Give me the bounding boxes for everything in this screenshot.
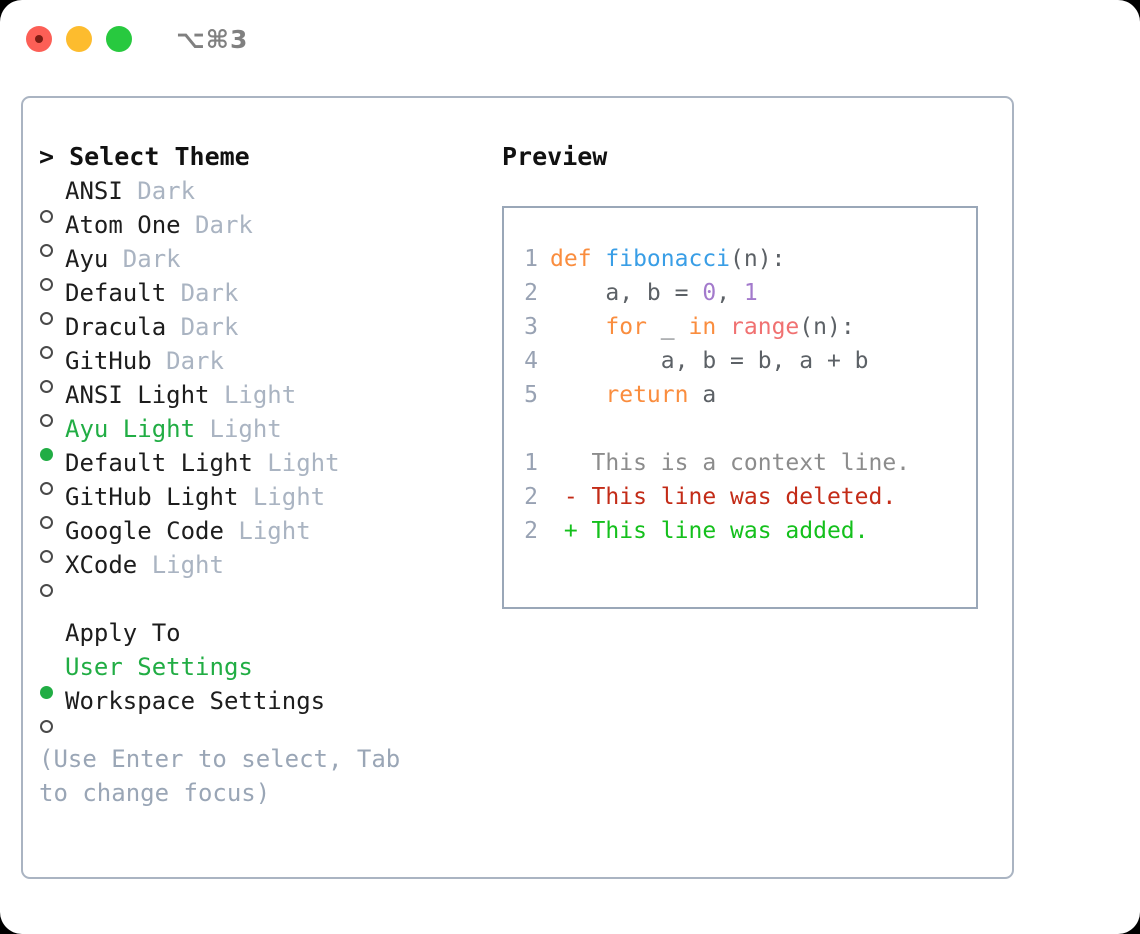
code-token: , bbox=[716, 280, 744, 306]
theme-item[interactable]: ANSI Dark bbox=[39, 174, 479, 223]
code-line: 2 a, b = 0, 1 bbox=[504, 276, 976, 310]
code-line: 4 a, b = b, a + b bbox=[504, 344, 976, 378]
shortcut-label: ⌥⌘3 bbox=[176, 24, 249, 54]
line-number: 2 bbox=[524, 280, 538, 306]
theme-item-name: Google Code bbox=[65, 517, 224, 545]
code-token: range bbox=[730, 314, 800, 340]
code-line: 3 for _ in range(n): bbox=[504, 310, 976, 344]
keyboard-hint: (Use Enter to select, Tab to change focu… bbox=[39, 745, 415, 807]
code-token: 1 bbox=[743, 280, 758, 306]
theme-item-name: ANSI bbox=[65, 177, 123, 205]
theme-item[interactable]: XCode Light bbox=[39, 548, 479, 597]
theme-item-name: ANSI Light bbox=[65, 381, 210, 409]
code-token: fibonacci bbox=[605, 246, 731, 272]
code-token bbox=[550, 314, 605, 340]
diff-line: 2 - This line was deleted. bbox=[504, 480, 976, 514]
theme-item-tag: Light bbox=[223, 517, 311, 545]
line-number: 2 bbox=[524, 484, 538, 510]
theme-item-tag: Dark bbox=[166, 279, 239, 307]
theme-item[interactable]: Default Dark bbox=[39, 276, 479, 325]
code-token: (n): bbox=[799, 314, 855, 340]
code-text: a, b = 0, 1 bbox=[550, 276, 758, 310]
theme-item[interactable]: Default Light Light bbox=[39, 446, 479, 495]
code-token: a, b = b, a + b bbox=[550, 348, 869, 374]
theme-item-name: Ayu bbox=[65, 245, 109, 273]
code-token: for bbox=[605, 314, 647, 340]
code-token: return bbox=[605, 382, 689, 408]
theme-item[interactable]: ANSI Light Light bbox=[39, 378, 479, 427]
theme-item-tag: Dark bbox=[108, 245, 181, 273]
theme-item-name: Ayu Light bbox=[65, 415, 196, 443]
line-number: 5 bbox=[524, 382, 538, 408]
code-token bbox=[716, 314, 730, 340]
code-token: 0 bbox=[702, 280, 717, 306]
apply-to-item-name: User Settings bbox=[65, 653, 253, 681]
theme-item-tag: Light bbox=[195, 415, 282, 443]
apply-to-item-name: Workspace Settings bbox=[65, 687, 326, 715]
code-token bbox=[550, 382, 605, 408]
code-line: 5 return a bbox=[504, 378, 976, 412]
theme-item-name: GitHub Light bbox=[65, 483, 239, 511]
theme-item-name: Default bbox=[65, 279, 167, 307]
theme-item-name: XCode bbox=[65, 551, 138, 579]
code-text: for _ in range(n): bbox=[550, 310, 855, 344]
apply-to-item[interactable]: Workspace Settings bbox=[39, 684, 479, 733]
theme-item-tag: Light bbox=[137, 551, 224, 579]
theme-item-name: Dracula bbox=[65, 313, 167, 341]
diff-line: 2 + This line was added. bbox=[504, 514, 976, 548]
theme-item-tag: Dark bbox=[151, 347, 224, 375]
theme-item-tag: Light bbox=[238, 483, 326, 511]
theme-item-name: Default Light bbox=[65, 449, 253, 477]
theme-item[interactable]: GitHub Dark bbox=[39, 344, 479, 393]
theme-item-tag: Light bbox=[209, 381, 297, 409]
code-text: a, b = b, a + b bbox=[550, 344, 869, 378]
theme-item-tag: Dark bbox=[180, 211, 253, 239]
theme-item-tag: Light bbox=[252, 449, 340, 477]
line-number: 1 bbox=[524, 450, 538, 476]
diff-line: 1 This is a context line. bbox=[504, 446, 976, 480]
diff-text: This is a context line. bbox=[550, 450, 911, 476]
theme-item-name: GitHub bbox=[65, 347, 152, 375]
line-number: 3 bbox=[524, 314, 538, 340]
diff-text: + This line was added. bbox=[550, 518, 869, 544]
line-number: 2 bbox=[524, 518, 538, 544]
theme-item[interactable]: Ayu Dark bbox=[39, 242, 479, 291]
theme-item-tag: Dark bbox=[166, 313, 239, 341]
theme-item-tag: Dark bbox=[122, 177, 196, 205]
code-token: _ bbox=[646, 314, 689, 340]
title-bar: ⌥⌘3 bbox=[0, 0, 1140, 78]
code-token: (n): bbox=[730, 246, 786, 272]
close-button[interactable] bbox=[26, 26, 52, 52]
diff-text: - This line was deleted. bbox=[550, 484, 897, 510]
theme-item[interactable]: GitHub Light Light bbox=[39, 480, 479, 529]
select-theme-heading: > Select Theme bbox=[39, 142, 250, 171]
diff-sample: 1 This is a context line.2 - This line w… bbox=[504, 446, 976, 548]
apply-to-item[interactable]: User Settings bbox=[39, 650, 479, 699]
line-number: 1 bbox=[524, 246, 538, 272]
line-number: 4 bbox=[524, 348, 538, 374]
preview-heading: Preview bbox=[502, 142, 608, 171]
minimize-button[interactable] bbox=[66, 26, 92, 52]
code-token: a, b = bbox=[550, 280, 703, 306]
code-token: in bbox=[688, 314, 717, 340]
code-line: 1 def fibonacci(n): bbox=[504, 242, 976, 276]
apply-to-heading: Apply To bbox=[65, 619, 181, 647]
zoom-button[interactable] bbox=[106, 26, 132, 52]
theme-item-name: Atom One bbox=[65, 211, 181, 239]
theme-item[interactable]: Ayu Light Light bbox=[39, 412, 479, 461]
theme-item[interactable]: Dracula Dark bbox=[39, 310, 479, 359]
theme-item[interactable]: Atom One Dark bbox=[39, 208, 479, 257]
theme-item[interactable]: Google Code Light bbox=[39, 514, 479, 563]
code-token: def bbox=[550, 246, 606, 272]
code-token: a bbox=[688, 382, 717, 408]
code-text: return a bbox=[550, 378, 716, 412]
code-text: def fibonacci(n): bbox=[550, 242, 785, 276]
